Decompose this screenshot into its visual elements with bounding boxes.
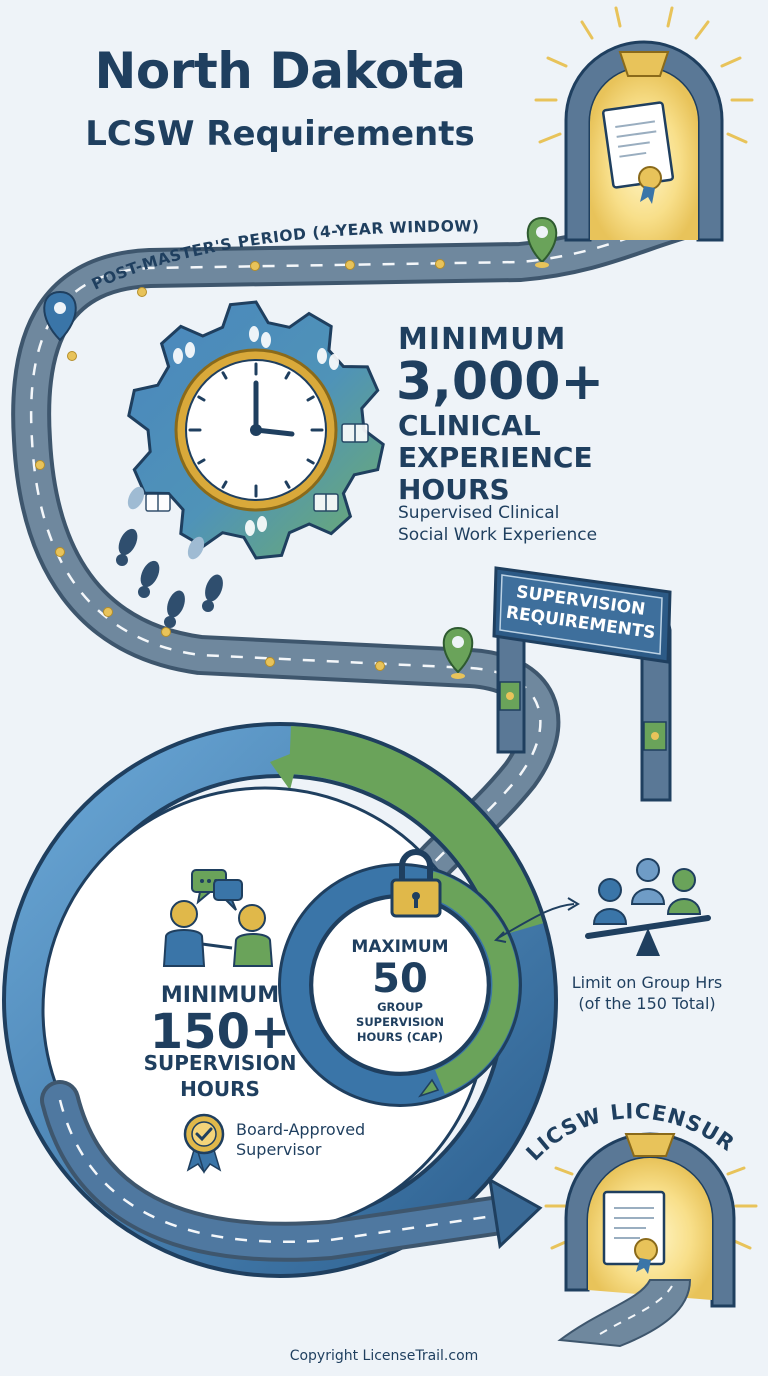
clinical-hours-label: CLINICAL EXPERIENCE HOURS: [398, 410, 618, 506]
group-people-icon: [592, 858, 702, 925]
page-title-line1: North Dakota: [94, 42, 466, 100]
book-icon: [313, 493, 339, 512]
group-cap-value: 50: [372, 956, 428, 1002]
clock-tick: [306, 395, 315, 402]
copyright-footer: Copyright LicenseTrail.com: [289, 1348, 479, 1364]
clock-tick: [306, 458, 315, 465]
balance-scale-icon: [585, 915, 711, 956]
map-pin-icon: [526, 216, 558, 268]
arrow-icon: [488, 1177, 543, 1250]
award-badge-icon: [638, 166, 662, 190]
book-icon: [145, 493, 171, 512]
padlock-icon: [390, 849, 442, 918]
clinical-hours-value: 3,000+: [396, 352, 605, 412]
group-cap-qualifier: MAXIMUM: [351, 937, 449, 957]
clock-face: [174, 348, 338, 512]
certificate-arch-top: [534, 6, 754, 242]
supervision-gate: SUPERVISION REQUIREMENTS: [492, 566, 672, 802]
clinical-hours-label-line: CLINICAL: [398, 409, 541, 442]
group-limit-note-line: Limit on Group Hrs: [571, 973, 723, 992]
arrow-icon: [493, 897, 580, 943]
group-cap-label-line: HOURS (CAP): [356, 1030, 444, 1044]
clock-tick: [221, 480, 228, 489]
map-pin-icon: [442, 626, 474, 679]
clock-tick: [197, 458, 206, 465]
winding-road-lower: [40, 1080, 543, 1262]
supervisor-badge-text: Board-Approved Supervisor: [236, 1120, 386, 1160]
winding-road-upper: [11, 195, 720, 900]
group-cap-label-line: SUPERVISION: [356, 1015, 444, 1029]
clinical-hours-label-line: HOURS: [398, 473, 510, 506]
clinical-hours-qualifier: MINIMUM: [398, 322, 567, 357]
book-icon: [341, 423, 369, 443]
licensure-arch: [544, 1132, 758, 1348]
footprints-icon: [173, 326, 339, 536]
footprints-icon: [116, 486, 223, 628]
page-title-line2: LCSW Requirements: [85, 114, 475, 154]
award-badge-icon: [634, 1238, 658, 1262]
clock-tick: [284, 371, 291, 380]
supervision-hours-label-line: SUPERVISION: [143, 1051, 297, 1075]
clock-tick: [284, 480, 291, 489]
supervision-hours-label: SUPERVISION HOURS: [120, 1050, 320, 1102]
clock-tick: [197, 395, 206, 402]
supervisor-badge-line: Supervisor: [236, 1140, 322, 1159]
group-limit-note-line: (of the 150 Total): [578, 994, 716, 1013]
group-limit-note: Limit on Group Hrs (of the 150 Total): [562, 972, 732, 1014]
supervision-hours-value: 150+: [149, 1004, 291, 1060]
supervision-hours-qualifier: MINIMUM: [160, 983, 280, 1008]
map-pin-icon: [43, 290, 77, 342]
clinical-hours-label-line: EXPERIENCE: [398, 441, 593, 474]
supervision-hours-label-line: HOURS: [180, 1077, 260, 1101]
clock-tick: [221, 371, 228, 380]
clinical-hours-description-line: Supervised Clinical: [398, 503, 560, 523]
clinical-hours-description: Supervised Clinical Social Work Experien…: [398, 502, 658, 546]
group-cap-label: GROUP SUPERVISION HOURS (CAP): [340, 1000, 460, 1045]
group-cap-label-line: GROUP: [377, 1000, 423, 1014]
chat-bubble-icon: [191, 869, 243, 911]
people-talking-icon: [162, 900, 274, 967]
award-badge-icon: [183, 1113, 225, 1174]
clinical-hours-description-line: Social Work Experience: [398, 525, 598, 545]
supervisor-badge-line: Board-Approved: [236, 1120, 366, 1139]
